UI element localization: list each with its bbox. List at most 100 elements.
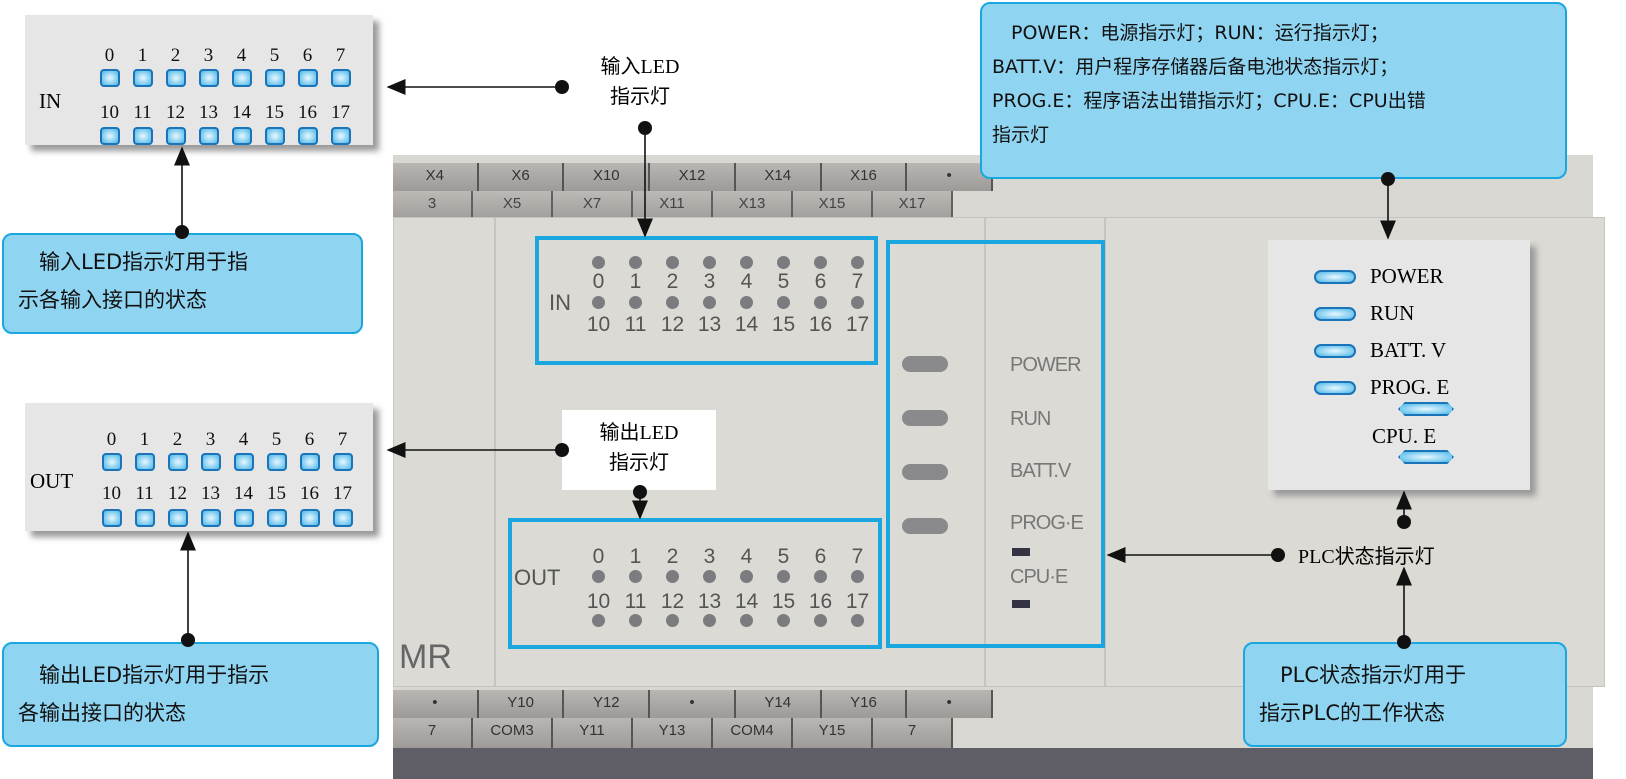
terminal-label: COM4 (713, 718, 793, 748)
led-number: 4 (238, 429, 249, 450)
led-number: 16 (808, 313, 833, 336)
led-number: 1 (137, 45, 148, 66)
led-number: 4 (740, 270, 753, 293)
photo-batt-led (902, 464, 948, 480)
led-indicator-icon (666, 256, 679, 269)
led-indicator-icon (851, 256, 864, 269)
led-number: 14 (232, 102, 251, 123)
led-number: 3 (203, 45, 214, 66)
led-number: 12 (168, 483, 187, 504)
led-indicator-icon (592, 296, 605, 309)
led-number: 16 (300, 483, 319, 504)
led-number: 17 (333, 483, 352, 504)
output-callout: 输出LED指示灯用于指示各输出接口的状态 (2, 642, 379, 747)
plc-status-label: PLC状态指示灯 (1298, 546, 1435, 568)
terminal-label: • (650, 690, 736, 718)
led-indicator-icon (814, 296, 827, 309)
model-label: MR (399, 638, 452, 676)
terminal-label: X12 (650, 163, 736, 191)
terminal-label: X7 (553, 191, 633, 217)
left-module: MR (393, 217, 495, 687)
terminal-label: COM3 (473, 718, 553, 748)
led-indicator-icon (198, 127, 219, 145)
led-indicator-icon (740, 256, 753, 269)
terminal-label: • (907, 690, 994, 718)
power-led-icon (1314, 269, 1356, 284)
led-number: 12 (660, 313, 685, 336)
status-led-diagram: POWER RUN BATT. V PROG. E CPU. E (1268, 240, 1530, 490)
led-number: 4 (740, 545, 753, 568)
led-indicator-icon (740, 296, 753, 309)
led-indicator-icon (266, 453, 287, 471)
led-indicator-icon (99, 69, 120, 87)
led-indicator-icon (200, 509, 221, 527)
terminal-label: X6 (479, 163, 565, 191)
led-indicator-icon (167, 453, 188, 471)
led-indicator-icon (233, 509, 254, 527)
led-number: 5 (271, 429, 282, 450)
terminal-label: Y12 (564, 690, 651, 718)
led-number: 2 (666, 270, 679, 293)
led-number: 0 (592, 545, 605, 568)
led-number: 17 (845, 590, 870, 613)
photo-run-label: RUN (1010, 408, 1051, 430)
led-indicator-icon (332, 509, 353, 527)
led-indicator-icon (165, 69, 186, 87)
led-indicator-icon (264, 127, 285, 145)
led-number: 13 (199, 102, 218, 123)
led-number: 15 (267, 483, 286, 504)
led-number: 3 (205, 429, 216, 450)
led-number: 1 (629, 270, 642, 293)
terminal-label: • (393, 690, 479, 718)
led-indicator-icon (629, 296, 642, 309)
terminal-label: X13 (713, 191, 793, 217)
led-number: 10 (586, 313, 611, 336)
status-label-cpu: CPU. E (1372, 424, 1437, 448)
status-label: PROG. E (1370, 375, 1450, 399)
led-indicator-icon (666, 614, 679, 627)
led-number: 5 (777, 270, 790, 293)
led-indicator-icon (134, 509, 155, 527)
in-panel-leds-top (93, 69, 357, 87)
led-number: 6 (814, 270, 827, 293)
status-label: POWER (1370, 264, 1444, 288)
led-indicator-icon (165, 127, 186, 145)
terminal-label: X5 (473, 191, 553, 217)
led-number: 10 (102, 483, 121, 504)
out-panel-leds-bottom (95, 509, 359, 527)
led-indicator-icon (851, 614, 864, 627)
led-number: 17 (331, 102, 350, 123)
terminal-label: X17 (873, 191, 953, 217)
led-number: 12 (660, 590, 685, 613)
status-label: BATT. V (1370, 338, 1447, 362)
led-number: 13 (697, 313, 722, 336)
led-indicator-icon (592, 570, 605, 583)
terminal-label: X10 (564, 163, 651, 191)
led-indicator-icon (592, 256, 605, 269)
led-indicator-icon (851, 570, 864, 583)
led-indicator-icon (299, 509, 320, 527)
led-indicator-icon (666, 570, 679, 583)
terminal-label: Y10 (479, 690, 565, 718)
led-indicator-icon (330, 127, 351, 145)
led-indicator-icon (629, 256, 642, 269)
in-led-highlight (535, 236, 878, 365)
led-number: 17 (845, 313, 870, 336)
terminal-label: X16 (822, 163, 908, 191)
led-number: 7 (851, 545, 864, 568)
led-number: 6 (814, 545, 827, 568)
terminal-label: 3 (393, 191, 473, 217)
terminal-label: X11 (633, 191, 713, 217)
in-panel-label: IN (39, 89, 62, 113)
led-indicator-icon (777, 614, 790, 627)
led-number: 0 (106, 429, 117, 450)
led-indicator-icon (703, 614, 716, 627)
photo-out-leds-top (592, 570, 864, 583)
photo-out-leds-bottom (592, 614, 864, 627)
led-indicator-icon (101, 453, 122, 471)
